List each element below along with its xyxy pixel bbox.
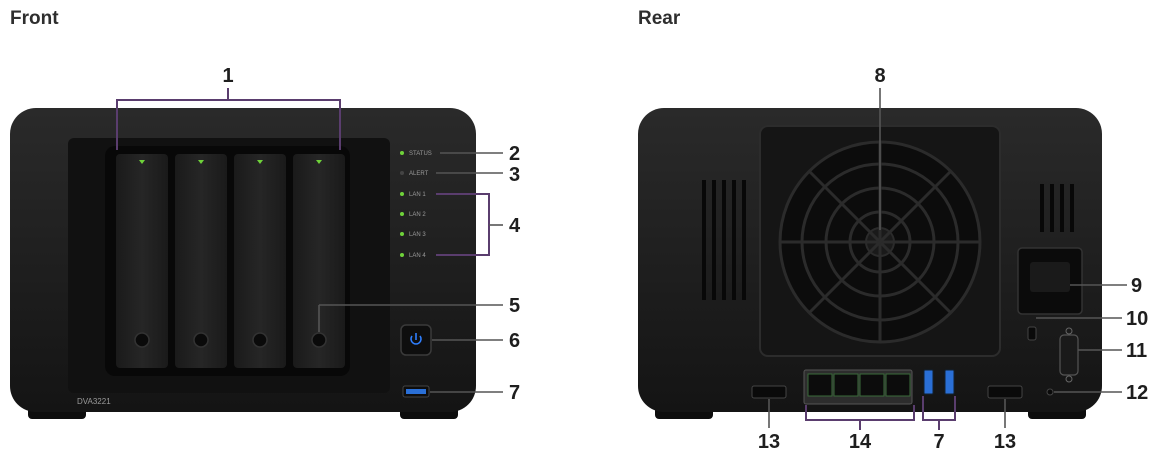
usb-icon xyxy=(406,389,426,394)
front-heading: Front xyxy=(10,8,59,29)
callout-7-rear: 7 xyxy=(933,431,944,453)
rear-device xyxy=(638,108,1102,419)
led-label-lan1: LAN 1 xyxy=(409,192,426,198)
drive-lock-3[interactable] xyxy=(252,332,268,348)
rear-callouts: 8 9 10 11 12 13 14 7 13 xyxy=(758,65,1148,453)
callout-9: 9 xyxy=(1131,275,1142,297)
lan4-led xyxy=(400,253,404,257)
security-slot[interactable] xyxy=(1027,326,1037,341)
rear-usb-port-1[interactable] xyxy=(923,369,934,395)
callout-13-right: 13 xyxy=(994,431,1016,453)
drive-bay[interactable] xyxy=(175,154,227,368)
callout-8: 8 xyxy=(874,65,885,87)
fan-icon xyxy=(778,140,982,344)
rear-usb-port-2[interactable] xyxy=(944,369,955,395)
drive-bay[interactable] xyxy=(234,154,286,368)
led-label-lan3: LAN 3 xyxy=(409,232,426,238)
lan3-led xyxy=(400,232,404,236)
callout-13-left: 13 xyxy=(758,431,780,453)
led-label-status: STATUS xyxy=(409,151,432,157)
callout-4: 4 xyxy=(509,215,521,237)
power-icon xyxy=(410,333,422,345)
esata-port-right[interactable] xyxy=(987,385,1023,399)
callout-2: 2 xyxy=(509,143,520,165)
callout-11: 11 xyxy=(1126,340,1147,362)
front-callouts: 1 2 3 4 5 6 7 xyxy=(116,65,521,404)
callout-6: 6 xyxy=(509,330,520,352)
com-screw-bottom xyxy=(1065,375,1073,383)
led-label-lan4: LAN 4 xyxy=(409,253,426,259)
drive-led-2 xyxy=(198,160,204,164)
drive-lock-2[interactable] xyxy=(193,332,209,348)
callout-14: 14 xyxy=(849,431,872,453)
drive-lock-1[interactable] xyxy=(134,332,150,348)
drive-bay[interactable] xyxy=(116,154,168,368)
reset-button[interactable] xyxy=(1046,388,1054,396)
drive-led-3 xyxy=(257,160,263,164)
drive-lock-4[interactable] xyxy=(311,332,327,348)
com-port[interactable] xyxy=(1059,334,1079,376)
drive-led-4 xyxy=(316,160,322,164)
callout-3: 3 xyxy=(509,164,520,186)
com-screw-top xyxy=(1065,327,1073,335)
status-led xyxy=(400,151,404,155)
lan2-led xyxy=(400,212,404,216)
drive-led-1 xyxy=(139,160,145,164)
callout-1: 1 xyxy=(222,65,233,87)
lan1-led xyxy=(400,192,404,196)
front-device: DVA3221 STATUS ALERT LAN 1 LAN 2 LAN 3 L… xyxy=(10,108,476,419)
vent-left xyxy=(702,180,746,300)
model-label: DVA3221 xyxy=(77,397,111,406)
rear-heading: Rear xyxy=(638,8,681,29)
callout-10: 10 xyxy=(1126,308,1148,330)
led-label-alert: ALERT xyxy=(409,171,429,177)
led-label-lan2: LAN 2 xyxy=(409,212,426,218)
lan-ports[interactable] xyxy=(803,369,913,405)
drive-bay[interactable] xyxy=(293,154,345,368)
callout-5: 5 xyxy=(509,295,520,317)
alert-led xyxy=(400,171,404,175)
esata-port-left[interactable] xyxy=(751,385,787,399)
callout-12: 12 xyxy=(1126,382,1148,404)
plug-icon xyxy=(1030,262,1070,292)
callout-7: 7 xyxy=(509,382,520,404)
vent-right xyxy=(1040,184,1074,232)
